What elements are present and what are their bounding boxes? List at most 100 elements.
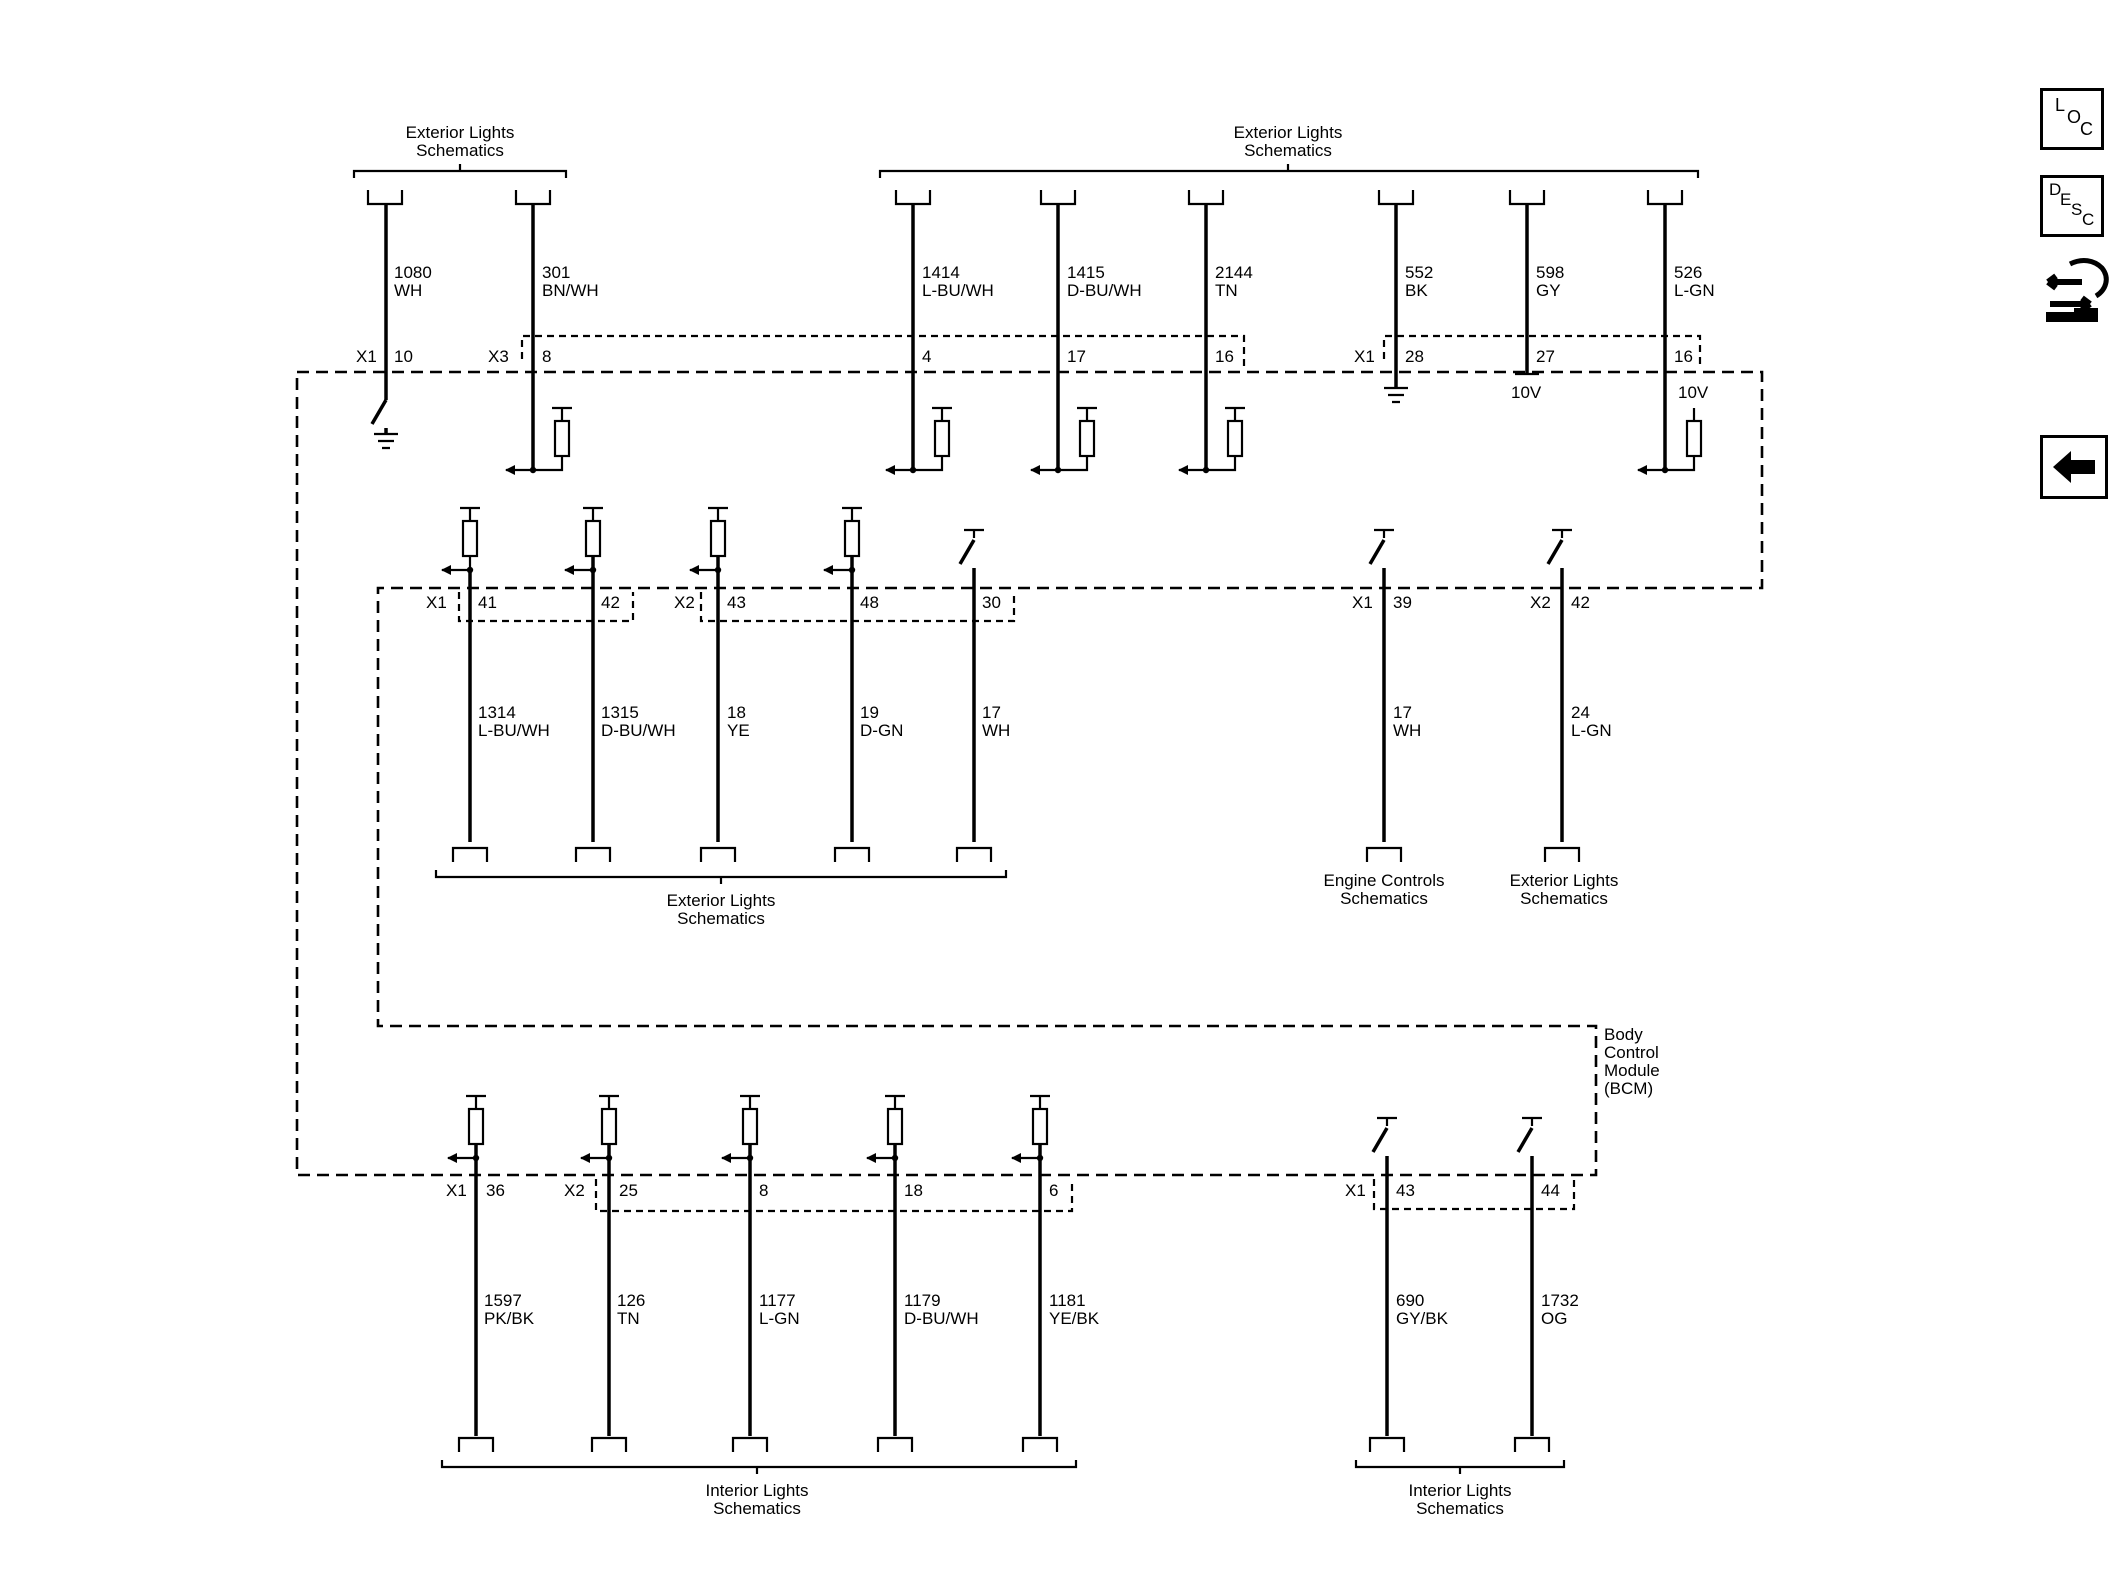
description-icon: D E S C — [2043, 178, 2101, 234]
circuit-1080-wire — [370, 204, 398, 450]
circuit-552-number: 552 — [1405, 263, 1433, 282]
connector-x2-bottom-box — [594, 1179, 1074, 1213]
loc-letter-c: C — [2080, 119, 2093, 139]
connector-x3-box — [520, 334, 1246, 368]
circuit-1181-number: 1181 — [1049, 1291, 1086, 1310]
circuit-1597-connector: X1 — [446, 1181, 467, 1200]
circuit-1179-wire — [866, 1094, 905, 1436]
circuit-17-pin39-connector: X1 — [1352, 593, 1373, 612]
circuit-1181-color: YE/BK — [1049, 1309, 1100, 1328]
circuit-1314-connector: X1 — [426, 593, 447, 612]
circuit-552-connector: X1 — [1354, 347, 1375, 366]
circuit-126-number: 126 — [617, 1291, 645, 1310]
circuit-1732-pin: 44 — [1541, 1181, 1560, 1200]
engine-ref-1: Engine Controls — [1324, 871, 1445, 890]
circuit-1732-wire — [1516, 1116, 1542, 1436]
middle-terminals — [451, 846, 1581, 862]
circuit-1414-number: 1414 — [922, 263, 960, 282]
circuit-1080-connector: X1 — [356, 347, 377, 366]
circuit-526-pin: 16 — [1674, 347, 1693, 366]
circuit-1179-color: D-BU/WH — [904, 1309, 979, 1328]
ext-mid-ref-1: Exterior Lights — [667, 891, 776, 910]
desc-letter-e: E — [2060, 190, 2072, 209]
bottom-terminals — [457, 1436, 1551, 1452]
circuit-1315-wire — [564, 506, 603, 842]
circuit-17-pin39-number: 17 — [1393, 703, 1412, 722]
desc-letter-s: S — [2071, 200, 2083, 219]
loc-letter-l: L — [2055, 95, 2066, 115]
circuit-126-connector: X2 — [564, 1181, 585, 1200]
circuit-1414-pin: 4 — [922, 347, 931, 366]
circuit-18-pin: 43 — [727, 593, 746, 612]
circuit-1315-pin: 42 — [601, 593, 620, 612]
circuit-1732-color: OG — [1541, 1309, 1567, 1328]
circuit-1181-wire — [1011, 1094, 1050, 1436]
circuit-24-pin: 42 — [1571, 593, 1590, 612]
circuit-1314-wire — [441, 506, 480, 842]
circuit-17-pin39-color: WH — [1393, 721, 1421, 740]
connector-hand-icon — [2046, 258, 2109, 322]
connector-x2-mid-box — [699, 592, 1016, 623]
circuit-526-number: 526 — [1674, 263, 1702, 282]
circuit-690-wire — [1371, 1116, 1397, 1436]
circuit-552-pin: 28 — [1405, 347, 1424, 366]
circuit-1315-color: D-BU/WH — [601, 721, 676, 740]
connector-x1-bottom-box — [1372, 1179, 1576, 1211]
circuit-1597-wire — [447, 1094, 486, 1436]
ext-mid-right-ref-1: Exterior Lights — [1510, 871, 1619, 890]
circuit-1080-color: WH — [394, 281, 422, 300]
ext-top-left-ref-1: Exterior Lights — [406, 123, 515, 142]
circuit-690-number: 690 — [1396, 1291, 1424, 1310]
connector-button[interactable] — [2040, 250, 2112, 334]
circuit-1177-number: 1177 — [759, 1291, 796, 1310]
connector-x1-top-box — [1382, 334, 1702, 368]
circuit-18-connector: X2 — [674, 593, 695, 612]
circuit-1177-pin: 8 — [759, 1181, 768, 1200]
circuit-19-pin: 48 — [860, 593, 879, 612]
circuit-1177-color: L-GN — [759, 1309, 800, 1328]
engine-ref-2: Schematics — [1340, 889, 1428, 908]
circuit-1314-number: 1314 — [478, 703, 516, 722]
circuit-552-wire — [1384, 204, 1408, 404]
desc-letter-c: C — [2082, 210, 2095, 229]
circuit-1414-color: L-BU/WH — [922, 281, 994, 300]
int-right-bracket — [1354, 1460, 1566, 1474]
circuit-1597-number: 1597 — [484, 1291, 522, 1310]
bcm-label-2: Control — [1604, 1043, 1659, 1062]
desc-button[interactable]: D E S C — [2040, 175, 2104, 237]
location-icon: L O C — [2043, 91, 2101, 147]
circuit-2144-wire — [1178, 204, 1245, 475]
ext-top-left-bracket — [352, 164, 568, 178]
circuit-690-connector: X1 — [1345, 1181, 1366, 1200]
back-arrow-icon — [2053, 451, 2095, 483]
circuit-1415-color: D-BU/WH — [1067, 281, 1142, 300]
circuit-598-wire — [1515, 204, 1539, 376]
ext-top-right-ref-1: Exterior Lights — [1234, 123, 1343, 142]
circuit-598-pin: 27 — [1536, 347, 1555, 366]
circuit-1177-wire — [721, 1094, 760, 1436]
circuit-1415-wire — [1030, 204, 1097, 475]
circuit-24-wire — [1546, 528, 1572, 842]
bcm-label-4: (BCM) — [1604, 1079, 1653, 1098]
int-right-ref-1: Interior Lights — [1409, 1481, 1512, 1500]
circuit-1732-number: 1732 — [1541, 1291, 1579, 1310]
circuit-301-color: BN/WH — [542, 281, 599, 300]
circuit-301-wire — [505, 204, 572, 475]
ext-top-right-ref-2: Schematics — [1244, 141, 1332, 160]
desc-letter-d: D — [2049, 180, 2062, 199]
circuit-17-pin30-wire — [958, 528, 984, 842]
circuit-301-connector: X3 — [488, 347, 509, 366]
ext-mid-bracket — [434, 870, 1008, 884]
circuit-690-pin: 43 — [1396, 1181, 1415, 1200]
circuit-1080-number: 1080 — [394, 263, 432, 282]
circuit-1314-pin: 41 — [478, 593, 497, 612]
loc-button[interactable]: L O C — [2040, 88, 2104, 150]
back-button[interactable] — [2040, 435, 2108, 499]
int-left-ref-1: Interior Lights — [706, 1481, 809, 1500]
int-left-bracket — [440, 1460, 1078, 1474]
connector-x1-mid-box — [457, 592, 635, 623]
circuit-126-wire — [580, 1094, 619, 1436]
circuit-1414-wire — [885, 204, 952, 475]
circuit-24-color: L-GN — [1571, 721, 1612, 740]
